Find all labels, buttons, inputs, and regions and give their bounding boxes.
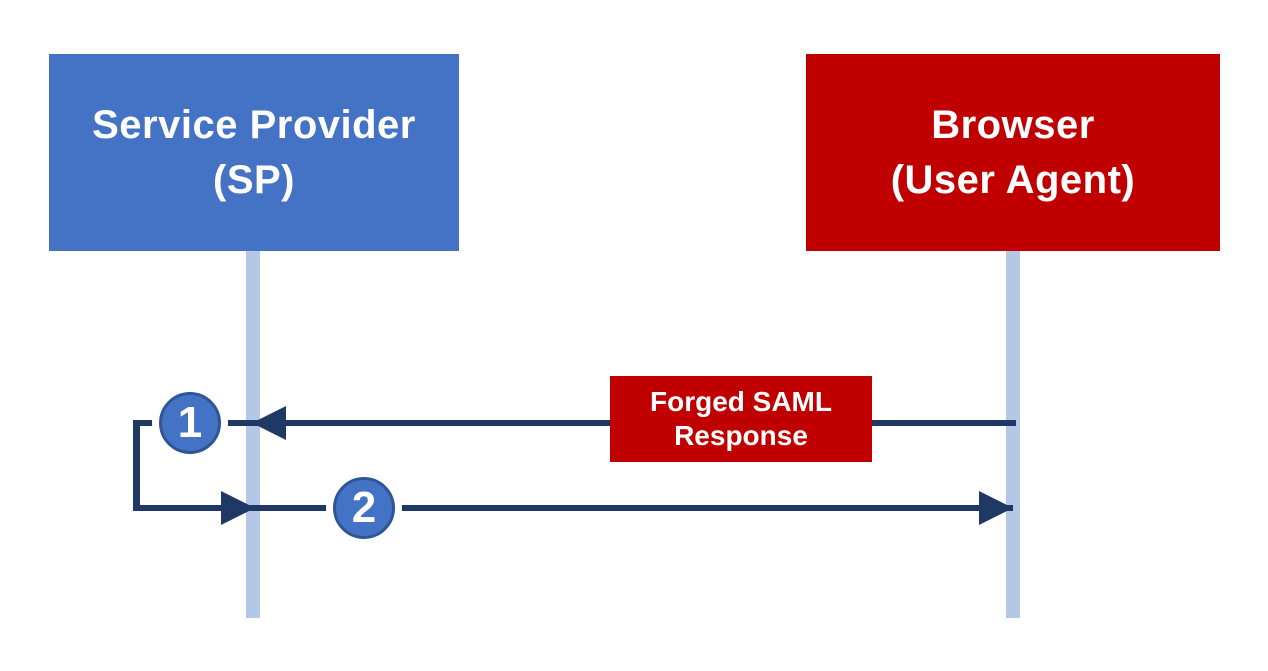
message-label-forged-saml-response: Forged SAML Response bbox=[610, 376, 872, 462]
actor-browser-label-line2: (User Agent) bbox=[890, 157, 1136, 202]
message-2-arrow-line bbox=[133, 505, 1013, 511]
step-badge-2: 2 bbox=[333, 477, 395, 539]
message-label-line1: Forged SAML bbox=[650, 386, 832, 417]
message-1-arrow-line bbox=[136, 420, 1016, 426]
arrowhead-right-into-browser-icon bbox=[979, 491, 1013, 525]
step-2-number: 2 bbox=[351, 483, 377, 532]
actor-sp-label-line1: Service Provider bbox=[92, 102, 416, 147]
step-1-number: 1 bbox=[177, 398, 203, 447]
loop-connector-line bbox=[133, 420, 140, 511]
message-label-line2: Response bbox=[674, 420, 808, 451]
actor-browser-label-line1: Browser bbox=[931, 102, 1095, 147]
arrowhead-left-icon bbox=[252, 406, 286, 440]
browser-lifeline bbox=[1006, 251, 1020, 618]
actor-box-browser: Browser (User Agent) bbox=[806, 54, 1220, 251]
actor-sp-label-line2: (SP) bbox=[213, 157, 295, 202]
actor-box-service-provider: Service Provider (SP) bbox=[49, 54, 459, 251]
step-badge-1: 1 bbox=[159, 392, 221, 454]
arrowhead-right-into-sp-icon bbox=[221, 491, 255, 525]
